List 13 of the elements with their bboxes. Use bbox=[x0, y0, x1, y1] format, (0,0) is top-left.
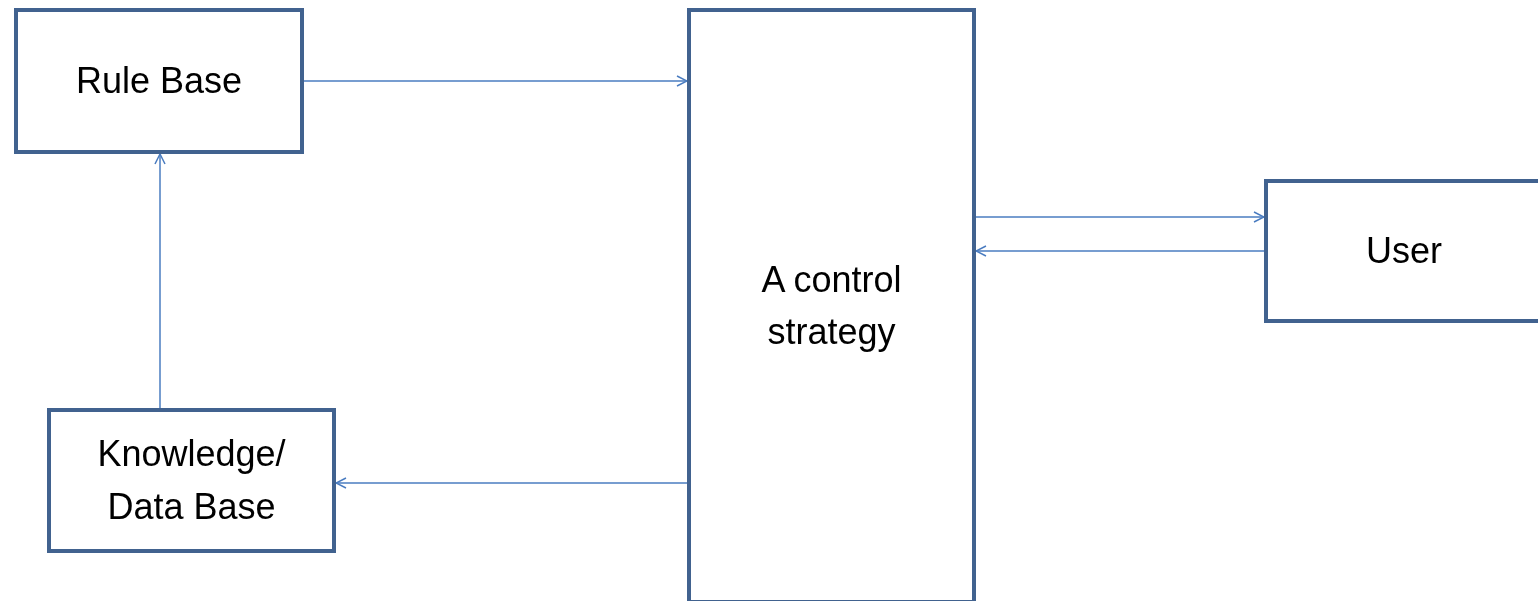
process-box bbox=[14, 8, 304, 154]
box-label: Rule Base bbox=[75, 58, 243, 103]
box-label: A control strategy bbox=[760, 257, 903, 354]
arrow bbox=[154, 153, 166, 409]
process-box bbox=[1264, 179, 1538, 323]
arrow bbox=[975, 211, 1265, 223]
arrow bbox=[303, 75, 688, 87]
arrow bbox=[975, 245, 1265, 257]
arrow bbox=[335, 477, 688, 489]
process-box bbox=[47, 408, 336, 553]
process-box bbox=[687, 8, 976, 601]
box-label: Knowledge/ Data Base bbox=[96, 432, 287, 529]
box-label: User bbox=[1366, 228, 1442, 273]
